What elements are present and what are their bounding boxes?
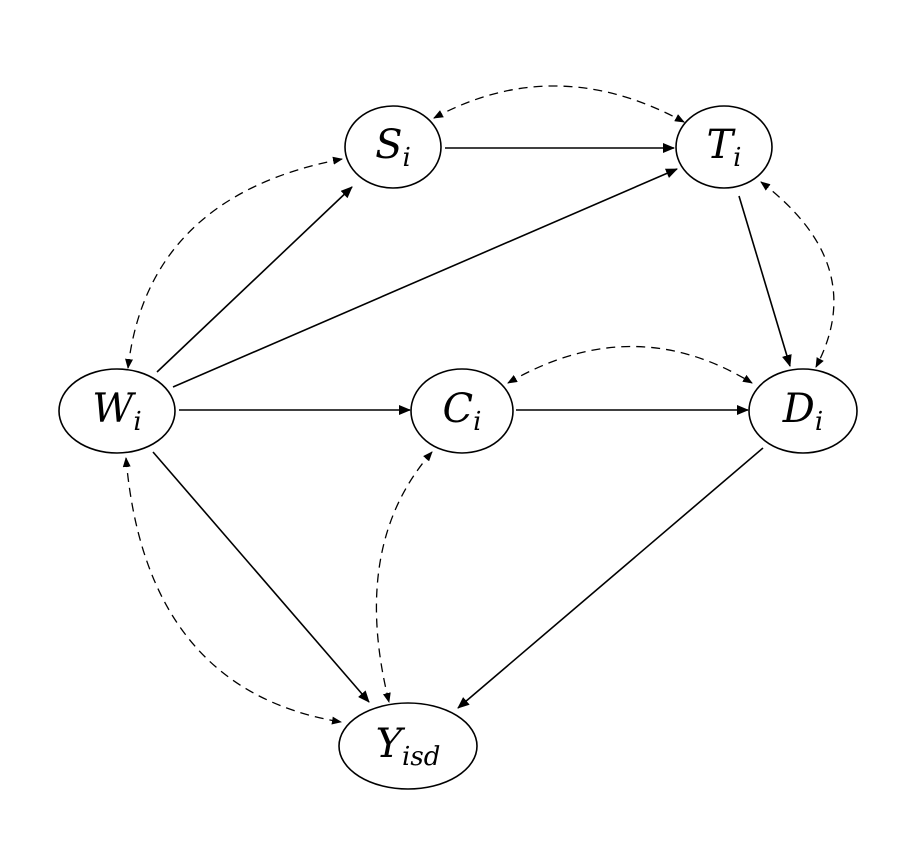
node-d-label: Di xyxy=(782,386,823,437)
node-s-label: Si xyxy=(375,122,411,173)
edge-w-to-y xyxy=(152,451,370,703)
node-s: Si xyxy=(344,105,442,189)
edge-d-to-y xyxy=(457,447,764,709)
bidirected-s-t xyxy=(433,85,685,123)
node-t-label: Ti xyxy=(706,122,741,173)
bidirected-c-d xyxy=(507,345,753,384)
node-c: Ci xyxy=(410,368,514,454)
bidirected-edges xyxy=(122,85,835,725)
node-y: Yisd xyxy=(338,702,478,790)
node-y-label: Yisd xyxy=(376,721,441,772)
bidirected-t-d xyxy=(760,181,835,368)
node-c-label: Ci xyxy=(443,386,482,437)
node-t: Ti xyxy=(675,105,773,189)
bidirected-c-y xyxy=(375,451,433,703)
edge-w-to-t xyxy=(172,168,678,388)
node-w: Wi xyxy=(58,368,176,454)
edge-w-to-s xyxy=(156,186,353,373)
bidirected-s-w xyxy=(125,156,343,369)
node-w-label: Wi xyxy=(92,386,141,437)
node-d: Di xyxy=(748,368,858,454)
edge-t-to-d xyxy=(738,195,792,367)
bidirected-w-y xyxy=(122,457,342,725)
